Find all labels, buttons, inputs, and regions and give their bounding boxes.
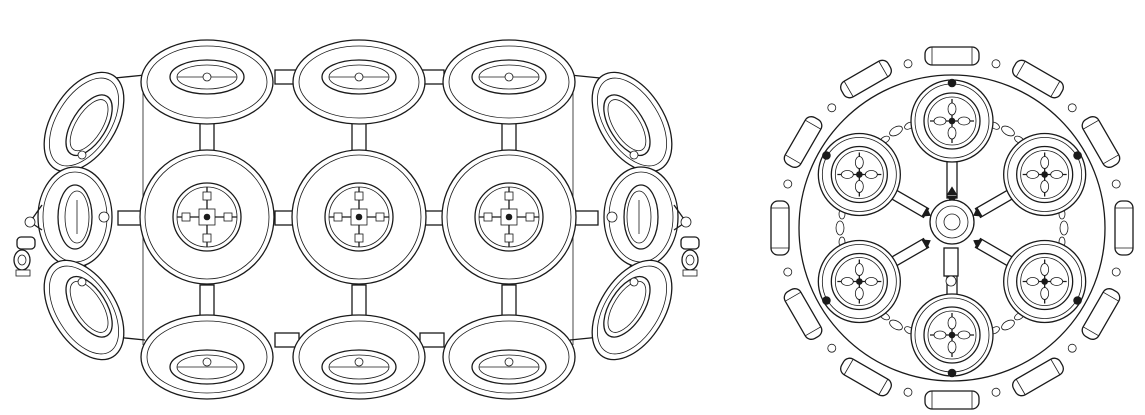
- outer-cylinder: [1081, 116, 1121, 168]
- end-fender: [817, 132, 901, 217]
- outer-cylinder: [1114, 200, 1134, 256]
- end-fender: [910, 293, 994, 378]
- outer-cylinder: [1012, 357, 1064, 397]
- bottom-fender-1: [140, 314, 274, 400]
- end-fender: [1003, 132, 1087, 217]
- left-upper-fender: [43, 71, 125, 173]
- bottom-row-fenders: [140, 314, 576, 400]
- right-shackle: [673, 204, 700, 277]
- cylinder-joint: [783, 179, 793, 189]
- brace-link: [1058, 208, 1069, 248]
- inner-ring: [798, 74, 1106, 382]
- outer-cylinder: [770, 200, 790, 256]
- middle-fender-3: [441, 149, 577, 285]
- cylinder-joint: [827, 343, 837, 353]
- end-fender: [910, 78, 994, 163]
- right-middle-fender: [603, 166, 679, 268]
- side-view: [13, 39, 700, 400]
- bottom-fender-2: [292, 314, 426, 400]
- cylinder-joint: [827, 103, 837, 113]
- top-fender-1: [140, 39, 274, 125]
- outer-cylinder: [783, 116, 823, 168]
- middle-row-fenders: [139, 149, 577, 285]
- end-fender: [1003, 239, 1087, 324]
- cylinder-joint: [991, 59, 1001, 69]
- left-end-fenders: [37, 71, 125, 361]
- cylinder-joint: [1111, 267, 1121, 277]
- cylinder-joint: [903, 59, 913, 69]
- outer-cylinder: [1081, 288, 1121, 340]
- outer-cylinder: [840, 59, 892, 99]
- outer-cylinder: [783, 288, 823, 340]
- cylinder-joint: [783, 267, 793, 277]
- outer-cylinder: [924, 46, 980, 66]
- cylinder-joint: [1111, 179, 1121, 189]
- end-view: [770, 46, 1134, 410]
- outer-cylinder: [840, 357, 892, 397]
- cylinder-joint: [903, 387, 913, 397]
- outer-cylinder: [924, 390, 980, 410]
- left-lower-fender: [43, 259, 125, 361]
- cylinder-joint: [991, 387, 1001, 397]
- right-lower-fender: [591, 259, 673, 361]
- outer-cylinder-ring: [770, 46, 1134, 410]
- cylinder-joint: [1067, 343, 1077, 353]
- cylinder-joint: [1067, 103, 1077, 113]
- left-middle-fender: [37, 166, 113, 268]
- middle-fender-2: [291, 149, 427, 285]
- top-row-fenders: [140, 39, 576, 125]
- brace-link: [835, 208, 846, 248]
- right-end-fenders: [591, 71, 679, 361]
- outer-cylinder: [1012, 59, 1064, 99]
- bottom-fender-3: [442, 314, 576, 400]
- top-fender-2: [292, 39, 426, 125]
- top-fender-3: [442, 39, 576, 125]
- middle-fender-1: [139, 149, 275, 285]
- end-fenders: [817, 78, 1087, 378]
- right-upper-fender: [591, 71, 673, 173]
- left-shackle: [13, 204, 43, 277]
- central-hub: [929, 186, 975, 287]
- end-fender: [817, 239, 901, 324]
